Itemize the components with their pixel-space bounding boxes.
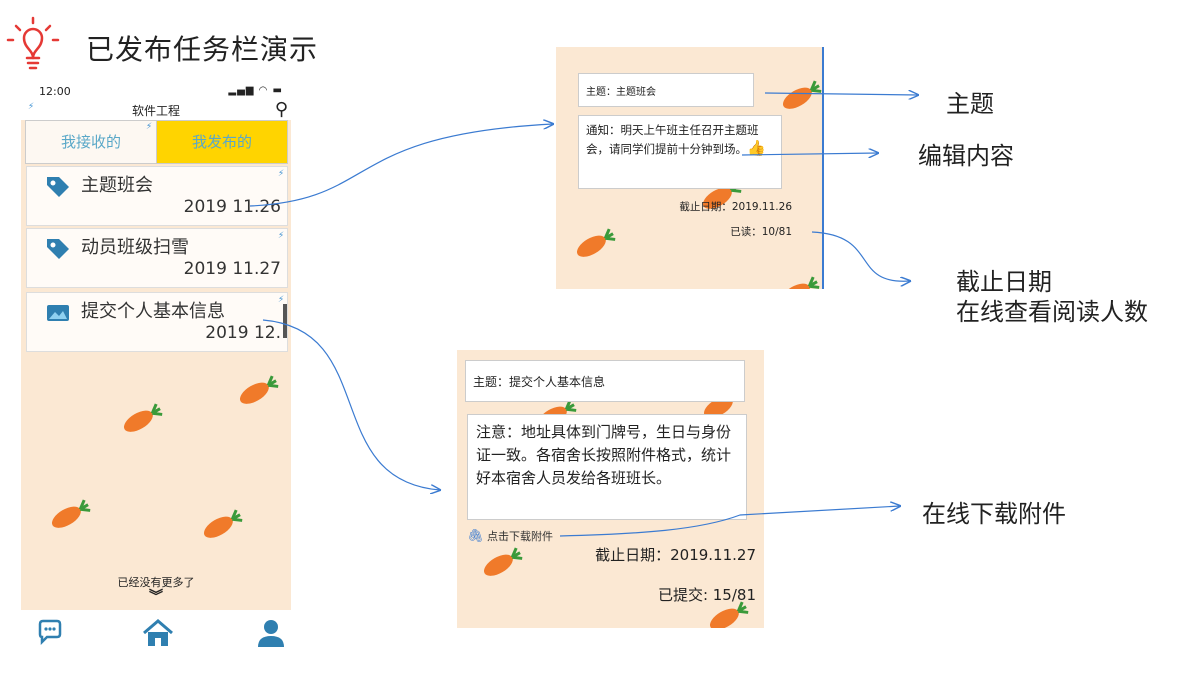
- content-text: 注意：地址具体到门牌号，生日与身份证一致。各宿舍长按照附件格式，统计好本宿舍人员…: [476, 423, 732, 487]
- carrot-decoration: [51, 499, 91, 528]
- deadline-text: 截止日期：2019.11.26: [679, 201, 792, 213]
- task-detail-card: 主题：提交个人基本信息 注意：地址具体到门牌号，生日与身份证一致。各宿舍长按照附…: [457, 350, 764, 628]
- header-bar: ⚡ 软件工程 ⚲: [21, 99, 291, 120]
- thumbs-up-icon: 👍: [747, 139, 766, 157]
- item-title: 提交个人基本信息: [81, 301, 225, 322]
- read-count[interactable]: 已读：10/81: [730, 226, 792, 238]
- item-title: 主题班会: [81, 175, 153, 196]
- bolt-icon: ⚡: [27, 102, 35, 112]
- annotation-read-count: 在线查看阅读人数: [956, 298, 1148, 326]
- item-date: 2019 11.26: [183, 197, 281, 217]
- annotation-download: 在线下载附件: [922, 500, 1066, 528]
- download-attachment-link[interactable]: 🖇 点击下载附件: [467, 528, 553, 544]
- bolt-icon: ⚡: [277, 231, 285, 241]
- paperclip-icon: 🖇: [467, 529, 484, 544]
- carrot-decoration: [123, 403, 163, 432]
- carrot-decoration: [203, 509, 243, 538]
- bolt-icon: ⚡: [145, 122, 153, 132]
- no-more-text: 已经没有更多了: [117, 576, 195, 589]
- arrow-edit-content: [741, 153, 878, 155]
- signal-wifi-battery-icon: ▂▄▆ ◠ ▬: [228, 85, 283, 96]
- double-chevron-down-icon: ︾: [149, 589, 163, 605]
- item-date: 2019 11.27: [183, 259, 281, 279]
- bolt-icon: ⚡: [277, 295, 285, 305]
- download-text: 点击下载附件: [487, 530, 554, 543]
- bottom-navigation: [21, 610, 291, 654]
- subject-field: 主题：主题班会: [578, 73, 754, 107]
- arrow-to-detail-card1: [249, 124, 553, 207]
- list-item[interactable]: 动员班级扫雪 2019 11.27 ⚡: [26, 228, 288, 288]
- scroll-edge: [822, 47, 824, 289]
- annotation-edit: 编辑内容: [918, 142, 1014, 170]
- user-icon[interactable]: [255, 618, 287, 648]
- bolt-icon: ⚡: [277, 169, 285, 179]
- carrot-decoration: [576, 228, 616, 257]
- list-item[interactable]: 提交个人基本信息 2019 12. ⚡: [26, 292, 288, 352]
- carrot-decoration: [709, 601, 749, 628]
- page-title: 已发布任务栏演示: [86, 33, 319, 66]
- content-text: 通知：明天上午班主任召开主题班会，请同学们提前十分钟到场。👍: [586, 123, 766, 157]
- lightbulb-icon: [6, 16, 60, 70]
- annotation-deadline: 截止日期: [956, 268, 1052, 296]
- tag-icon: [47, 177, 69, 197]
- arrow-deadline: [811, 231, 910, 281]
- tab-bar: 我接收的 我发布的 ⚡: [25, 120, 288, 164]
- scrollbar[interactable]: [283, 304, 287, 338]
- carrot-decoration: [239, 375, 279, 404]
- item-date: 2019 12.: [205, 323, 281, 343]
- deadline-text: 截止日期：2019.11.27: [595, 546, 756, 564]
- search-icon[interactable]: ⚲: [274, 99, 288, 120]
- annotation-subject: 主题: [946, 90, 994, 118]
- chat-icon[interactable]: [37, 618, 69, 648]
- subject-field: 主题：提交个人基本信息: [465, 360, 745, 402]
- status-time: 12:00: [39, 85, 71, 98]
- subject-text: 主题：主题班会: [586, 87, 656, 98]
- arrow-download: [559, 506, 900, 537]
- item-title: 动员班级扫雪: [81, 237, 189, 258]
- phone-screen: 12:00 ▂▄▆ ◠ ▬ ⚡ 软件工程 ⚲ 我接收的 我发布的 ⚡ 主题班会 …: [21, 80, 291, 654]
- list-item[interactable]: 主题班会 2019 11.26 ⚡: [26, 166, 288, 226]
- notice-detail-card: 主题：主题班会 通知：明天上午班主任召开主题班会，请同学们提前十分钟到场。👍 截…: [556, 47, 822, 289]
- image-icon: [47, 305, 69, 321]
- tag-icon: [47, 239, 69, 259]
- home-icon[interactable]: [142, 618, 174, 648]
- status-bar: 12:00 ▂▄▆ ◠ ▬: [21, 80, 291, 102]
- header-title: 软件工程: [131, 104, 180, 118]
- arrow-subject: [764, 93, 918, 95]
- tab-published[interactable]: 我发布的: [156, 120, 288, 164]
- carrot-decoration: [780, 276, 820, 289]
- content-field: 注意：地址具体到门牌号，生日与身份证一致。各宿舍长按照附件格式，统计好本宿舍人员…: [467, 414, 747, 520]
- carrot-decoration: [483, 547, 523, 576]
- subject-text: 主题：提交个人基本信息: [473, 375, 606, 389]
- submitted-count[interactable]: 已提交: 15/81: [657, 586, 756, 604]
- tab-received[interactable]: 我接收的: [25, 120, 157, 164]
- content-field: 通知：明天上午班主任召开主题班会，请同学们提前十分钟到场。👍: [578, 115, 782, 189]
- arrow-to-detail-card2: [262, 319, 440, 490]
